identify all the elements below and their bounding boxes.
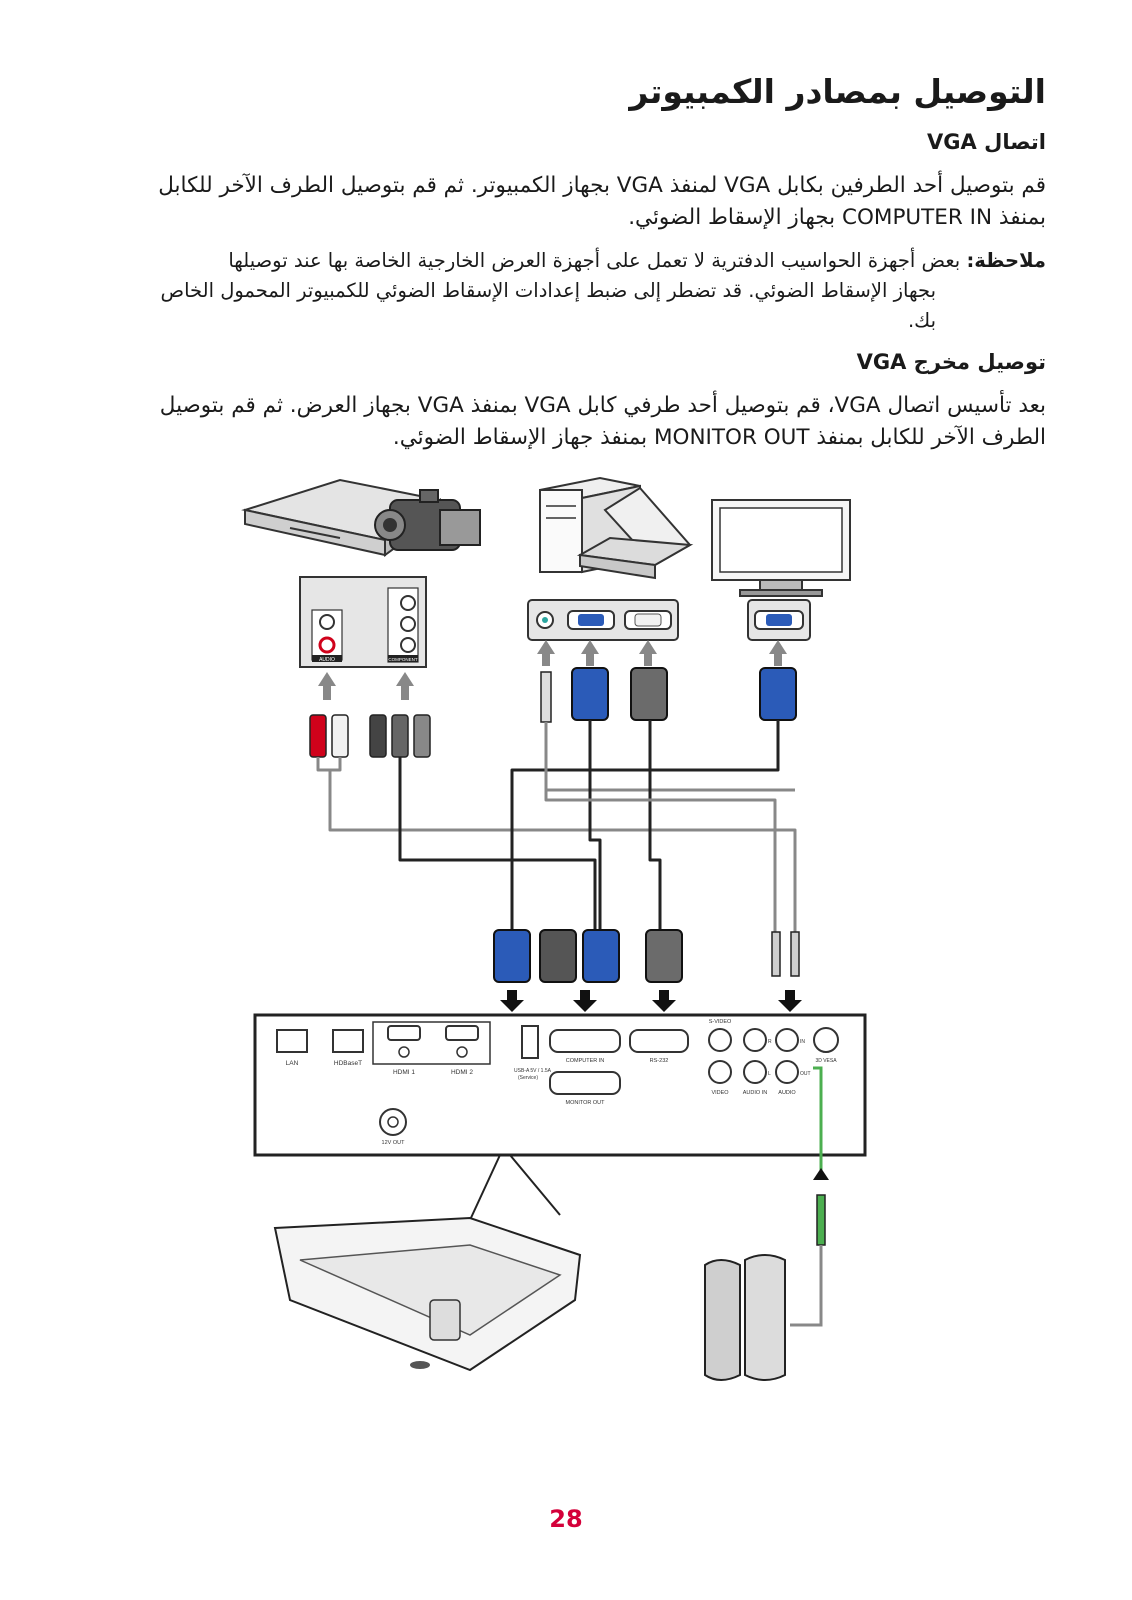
port-3d-vesa-label: 3D VESA — [815, 1058, 837, 1064]
projector-body-icon — [273, 1154, 582, 1372]
port-l-label: L — [768, 1071, 771, 1077]
av-component-label: COMPONENT — [388, 657, 418, 662]
port-usb-label: USB-A 5V / 1.5A — [514, 1068, 552, 1074]
vga-output-body-line1: بعد تأسيس اتصال VGA، قم بتوصيل أحد طرفي … — [159, 393, 1046, 418]
note-label: ملاحظة: — [966, 249, 1046, 272]
vga-connection-body-line1: قم بتوصيل أحد الطرفين بكابل VGA لمنفذ VG… — [158, 173, 1046, 198]
speaker-audio-cable — [790, 1066, 829, 1327]
port-in-label: IN — [800, 1039, 805, 1045]
port-lan-label: LAN — [286, 1060, 299, 1067]
computer-source-panel — [527, 599, 679, 641]
note-text-line2: بجهاز الإسقاط الضوئي. قد تضطر إلى ضبط إع… — [160, 279, 936, 302]
connection-diagram: AUDIO COMPONENT — [241, 476, 867, 1381]
av-audio-label: AUDIO — [319, 657, 335, 663]
vga-connection-heading: اتصال VGA — [927, 130, 1046, 154]
monitor-icon — [711, 499, 851, 597]
note-text-line1: بعض أجهزة الحواسيب الدفترية لا تعمل على … — [228, 249, 961, 272]
projector-rear-panel: LAN HDBaseT HDMI 1 HDMI 2 USB-A 5V / 1.5… — [253, 1013, 867, 1157]
port-audio-label: AUDIO — [778, 1090, 796, 1096]
note-block: ملاحظة: بعض أجهزة الحواسيب الدفترية لا ت… — [86, 246, 1046, 336]
projector-side-plugs — [493, 929, 800, 983]
camcorder-icon — [374, 489, 481, 551]
monitor-source-panel — [747, 599, 811, 641]
page-number: 28 — [549, 1505, 583, 1533]
port-svideo-label: S-VIDEO — [709, 1019, 732, 1025]
vga-output-heading: توصيل مخرج VGA — [856, 350, 1046, 374]
vga-output-body-line2: الطرف الآخر للكابل بمنفذ MONITOR OUT بمن… — [392, 425, 1046, 450]
port-out-label: OUT — [800, 1071, 811, 1077]
note-text-line3: بك. — [907, 309, 936, 332]
port-computer-in-label: COMPUTER IN — [566, 1058, 605, 1064]
port-rs232-label: RS-232 — [650, 1058, 669, 1064]
port-hdmi1-label: HDMI 1 — [393, 1069, 415, 1076]
page-title: التوصيل بمصادر الكمبيوتر — [629, 72, 1046, 111]
av-source-panel: AUDIO COMPONENT — [299, 576, 427, 668]
laptop-icon — [576, 486, 694, 580]
port-hdbaset-label: HDBaseT — [334, 1060, 362, 1067]
port-12v-out-label: 12V OUT — [382, 1140, 406, 1146]
rca-audio-plugs — [309, 714, 431, 758]
port-video-label: VIDEO — [711, 1090, 729, 1096]
cables — [316, 720, 797, 935]
vga-connection-body-line2: بمنفذ COMPUTER IN بجهاز الإسقاط الضوئي. — [628, 205, 1046, 230]
port-audio-in-label: AUDIO IN — [743, 1090, 767, 1096]
source-vga-plugs — [540, 667, 797, 723]
down-arrows — [500, 990, 802, 1012]
port-hdmi2-label: HDMI 2 — [451, 1069, 473, 1076]
up-arrows — [318, 640, 787, 700]
speakers-icon — [704, 1254, 786, 1381]
port-usb-service-label: (Service) — [518, 1075, 538, 1081]
port-monitor-out-label: MONITOR OUT — [565, 1100, 605, 1106]
port-r-label: R — [768, 1039, 772, 1045]
